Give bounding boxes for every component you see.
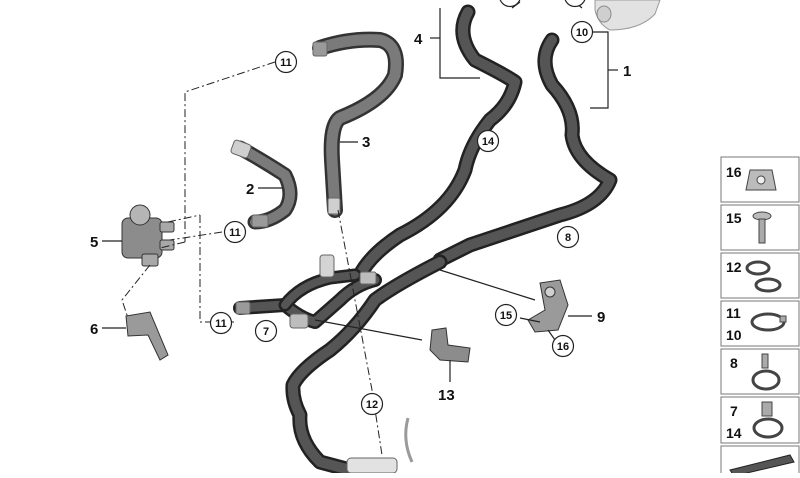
callout-circle-partial-a — [499, 0, 521, 8]
svg-text:8: 8 — [565, 232, 571, 244]
svg-text:8: 8 — [730, 355, 738, 371]
plain-callouts: 1 2 3 4 5 6 9 13 — [90, 31, 631, 404]
hose-14 — [285, 254, 448, 478]
callout-4: 4 — [414, 31, 423, 48]
side-panel-row — [720, 445, 800, 477]
callout-6: 6 — [90, 321, 98, 338]
svg-text:16: 16 — [726, 164, 742, 180]
callout-circle-8: 8 — [556, 225, 580, 249]
callout-circle-11-mid: 11 — [223, 220, 247, 244]
callout-circle-15: 15 — [494, 303, 518, 327]
side-panel-row: 16 — [720, 156, 800, 203]
callout-2: 2 — [246, 181, 254, 198]
parts-side-panel: 16 15 12 11 10 — [720, 156, 800, 477]
callout-13: 13 — [438, 387, 455, 404]
fittings — [230, 41, 414, 474]
hose-network — [232, 4, 618, 478]
callout-1: 1 — [623, 63, 631, 80]
callout-circle-10: 10 — [570, 20, 594, 44]
svg-text:11: 11 — [726, 305, 741, 321]
callout-circle-16: 16 — [551, 334, 575, 358]
svg-text:15: 15 — [726, 210, 742, 226]
svg-text:7: 7 — [730, 403, 738, 419]
svg-text:11: 11 — [280, 57, 292, 69]
svg-text:14: 14 — [482, 136, 495, 148]
side-panel-row: 15 — [720, 204, 800, 251]
bracket-6 — [125, 311, 169, 361]
band-clamp-icon — [750, 312, 787, 332]
callout-5: 5 — [90, 234, 98, 251]
callout-circle-11-top: 11 — [274, 50, 298, 74]
svg-text:11: 11 — [229, 227, 241, 239]
clip-nut-icon — [745, 169, 777, 191]
bolt-icon — [752, 211, 772, 244]
bracket-13 — [429, 327, 471, 363]
expansion-tank — [594, 0, 661, 31]
callout-circle-12: 12 — [360, 392, 384, 416]
callout-circle-partial-b — [564, 0, 586, 8]
valve-5 — [121, 204, 175, 267]
leader-lines — [102, 1, 618, 382]
side-panel-row: 7 14 — [720, 396, 800, 444]
svg-text:10: 10 — [576, 27, 588, 39]
clamp-stud-icon — [751, 353, 781, 391]
callout-circle-7: 7 — [254, 319, 278, 343]
svg-text:10: 10 — [726, 327, 742, 343]
callout-circle-14: 14 — [476, 129, 500, 153]
svg-text:7: 7 — [263, 326, 269, 338]
svg-text:12: 12 — [366, 399, 378, 411]
side-panel-row: 11 10 — [720, 300, 800, 347]
svg-text:11: 11 — [215, 318, 227, 330]
svg-text:15: 15 — [500, 310, 512, 322]
side-panel-row: 12 — [720, 252, 800, 299]
callout-circle-11-low: 11 — [209, 311, 233, 335]
svg-text:12: 12 — [726, 259, 742, 275]
callout-9: 9 — [597, 309, 605, 326]
hose-clamp-icon — [745, 260, 782, 293]
clamp-bracket-icon — [752, 401, 784, 439]
svg-text:14: 14 — [726, 425, 742, 441]
hose-2 — [232, 140, 298, 230]
bracket-9 — [527, 279, 569, 333]
circled-callouts: 11 11 11 10 14 8 7 15 — [209, 0, 594, 416]
callout-3: 3 — [362, 134, 370, 151]
side-panel-row: 8 — [720, 348, 800, 395]
hose-1 — [432, 32, 618, 268]
svg-text:16: 16 — [557, 341, 569, 353]
hose-3 — [312, 31, 404, 218]
hose-4 — [352, 4, 523, 283]
